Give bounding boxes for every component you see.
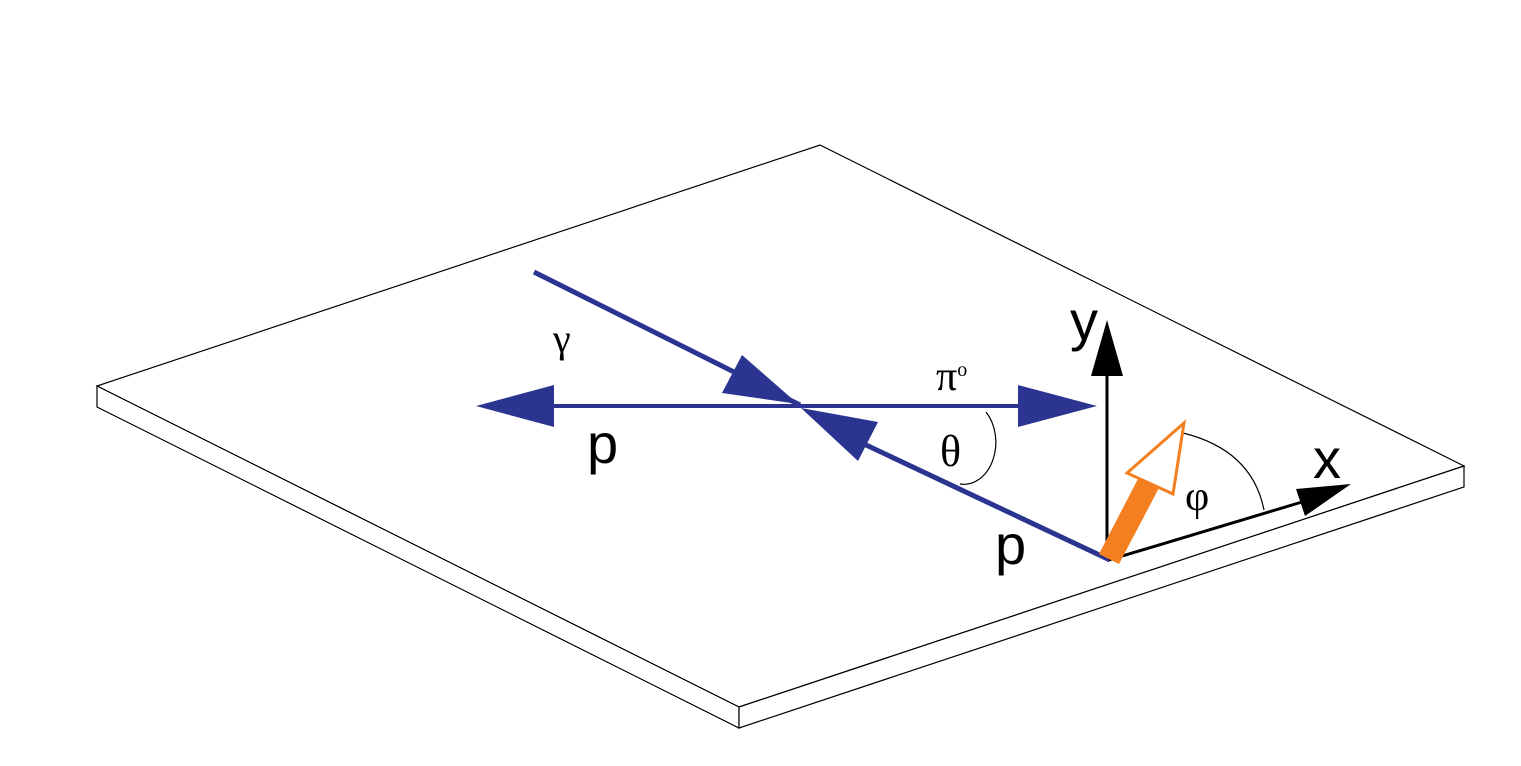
phi-label: φ	[1185, 474, 1209, 520]
x-axis-line	[1108, 500, 1303, 562]
plane-top-face	[95, 144, 1466, 708]
y-axis	[1091, 320, 1123, 553]
proton-line	[828, 425, 1112, 563]
pi0-arrowhead	[1018, 385, 1097, 427]
proton-right-label: p	[995, 513, 1026, 576]
pi0-label-superscript: o	[957, 359, 967, 381]
polarization-shaft	[1099, 475, 1160, 564]
x-axis-label: x	[1313, 427, 1341, 490]
y-axis-label: y	[1070, 289, 1098, 352]
gamma-label: γ	[552, 316, 571, 361]
theta-label: θ	[940, 427, 961, 476]
pi0-label: πo	[936, 354, 967, 400]
polarization-arrow	[1099, 419, 1187, 564]
x-axis	[1108, 484, 1351, 562]
pi0-label-base: π	[936, 354, 957, 400]
phi-arc	[1182, 432, 1265, 511]
proton-track	[801, 408, 1112, 563]
photon-arrowhead	[722, 355, 798, 404]
proton-left-label: p	[587, 412, 618, 475]
reaction-plane	[95, 144, 1466, 729]
hollow-arrow-icon	[1124, 419, 1187, 497]
theta-arc	[959, 411, 997, 485]
arrow-right-icon	[1296, 484, 1351, 516]
plane-front-right-face	[738, 465, 1465, 729]
pi0-proton-track	[476, 385, 1097, 427]
proton-arrowhead	[801, 408, 878, 461]
arrow-up-icon	[1091, 320, 1123, 376]
photon-track	[532, 269, 802, 408]
proton-left-arrowhead	[476, 385, 554, 427]
